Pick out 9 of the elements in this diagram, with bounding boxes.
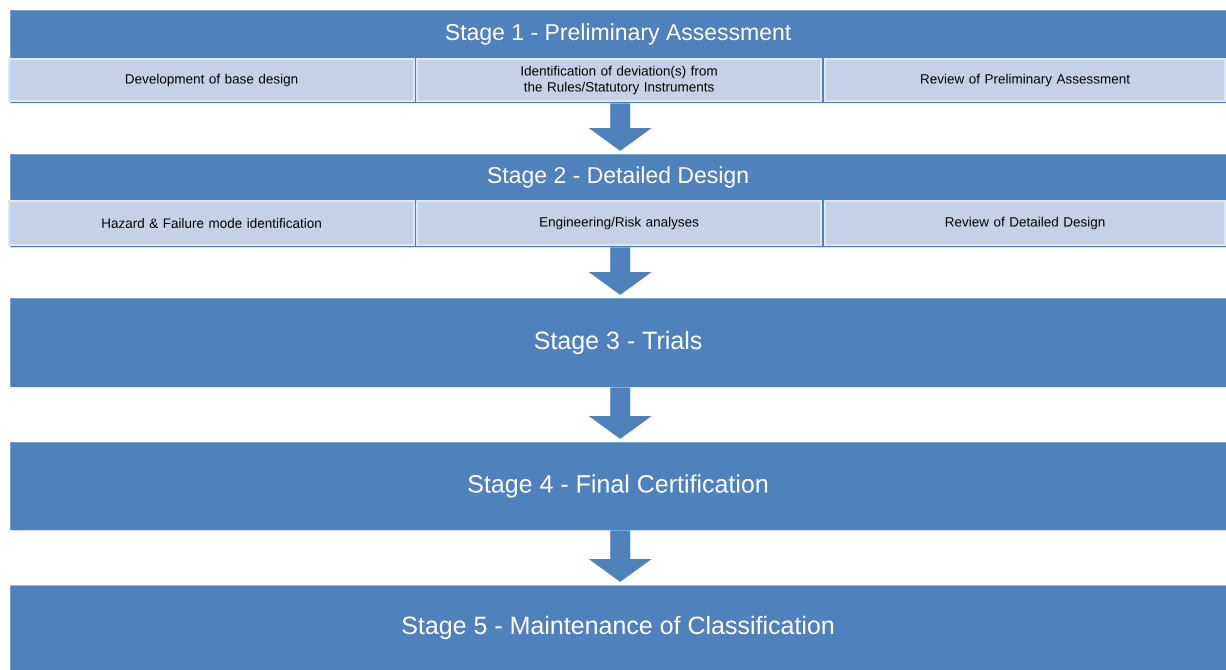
step-box: Development of base design — [8, 58, 415, 102]
stage-band: Stage 4 - Final Certification — [10, 442, 1226, 531]
stage-band: Stage 3 - Trials — [10, 298, 1226, 388]
stage-band: Stage 5 - Maintenance of Classification — [10, 585, 1226, 670]
step-box: Review of Detailed Design — [824, 200, 1226, 246]
step-box: Review of Preliminary Assessment — [824, 58, 1226, 102]
step-box: Hazard & Failure mode identification — [8, 200, 415, 246]
step-box: Identification of deviation(s) from the Rules/Statutory Instruments — [416, 58, 822, 102]
step-box: Engineering/Risk analyses — [416, 200, 822, 246]
